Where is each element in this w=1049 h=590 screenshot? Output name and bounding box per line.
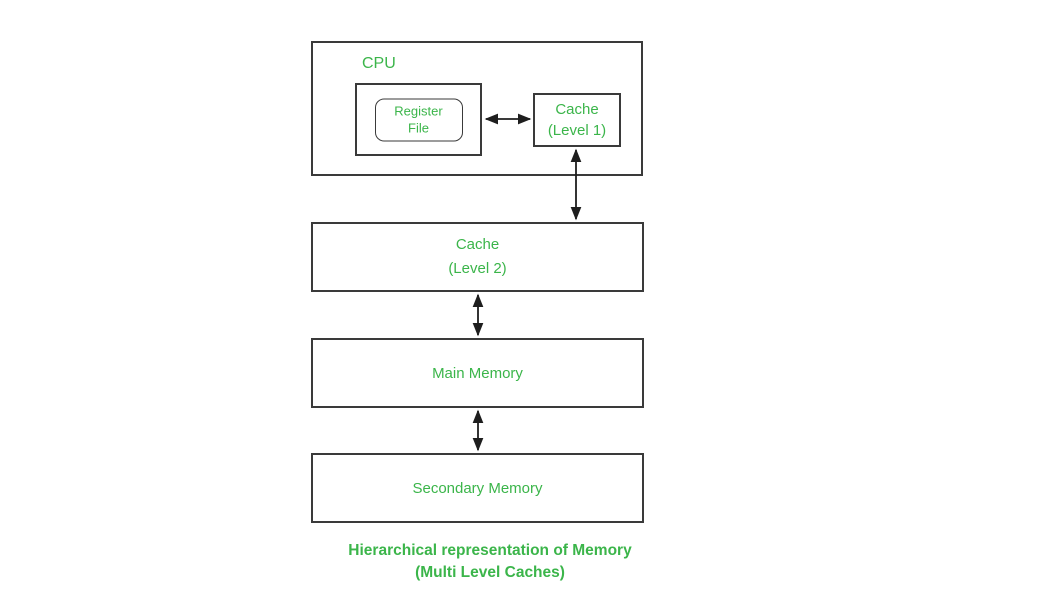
cache-level2-box: Cache (Level 2) xyxy=(311,222,644,292)
caption-line1: Hierarchical representation of Memory xyxy=(348,542,632,559)
caption-line2: (Multi Level Caches) xyxy=(415,564,565,581)
register-file-label-line1: Register xyxy=(394,103,443,119)
secondary-memory-box: Secondary Memory xyxy=(311,453,644,523)
cache-level2-label-line1: Cache xyxy=(455,236,500,253)
register-file-box: Register File xyxy=(374,98,463,141)
main-memory-label: Main Memory xyxy=(432,364,523,382)
diagram-caption: Hierarchical representation of Memory (M… xyxy=(309,540,671,584)
main-memory-box: Main Memory xyxy=(311,338,644,408)
cache-level1-box: Cache (Level 1) xyxy=(533,93,621,147)
secondary-memory-label: Secondary Memory xyxy=(412,479,543,497)
cpu-label: CPU xyxy=(362,55,396,72)
cache-level2-label-line2: (Level 2) xyxy=(448,260,507,277)
register-file-outer-box: Register File xyxy=(355,83,482,156)
cache-level1-label-line2: (Level 1) xyxy=(547,122,607,139)
cache-level1-label-line1: Cache xyxy=(555,101,599,118)
register-file-label-line2: File xyxy=(408,120,429,136)
